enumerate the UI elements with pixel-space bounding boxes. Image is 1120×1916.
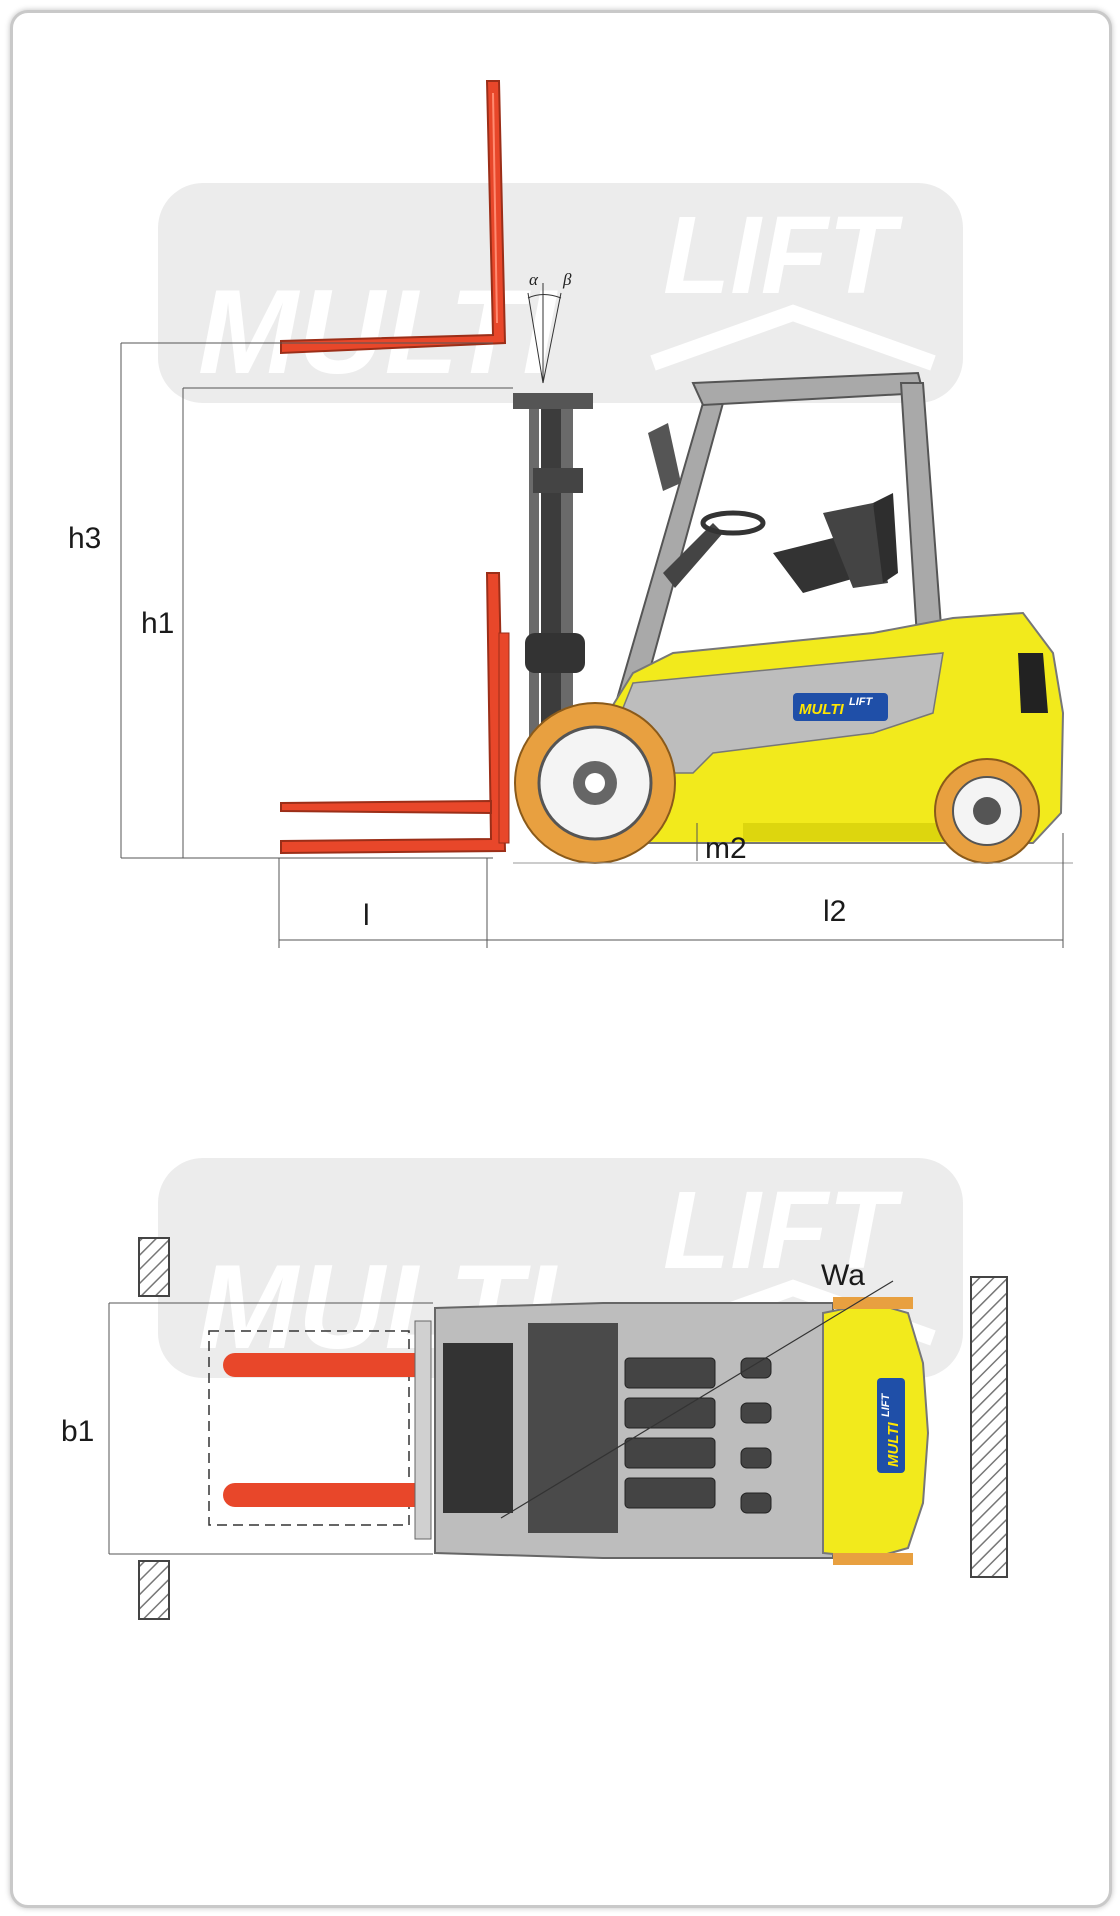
truck-chassis-top [434,1302,834,1559]
dimension-fork-length-label: l [363,899,370,932]
top-decal-brand-right: LIFT [880,1393,892,1417]
lowered-fork [280,572,510,855]
dimension-aisle-label: Wa [821,1259,865,1292]
side-view-panel: MULTI LIFT [13,13,1109,1013]
top-decal-brand-left: MULTI [885,1421,902,1467]
steering-column [663,510,766,588]
dimension-m2: m2 [696,823,747,865]
raised-fork [280,80,507,355]
dimension-h1-label: h1 [141,607,174,640]
dimension-h1: h1 [141,387,513,858]
watermark-top-brand-right: LIFT [663,1169,903,1292]
watermark-brand-right: LIFT [663,194,903,317]
aisle-wall [970,1276,1008,1578]
front-wheel [514,702,676,864]
top-view-drawing: MULTI LIFT b1 [61,1158,1008,1620]
dimension-overall-length-label: l2 [823,895,846,928]
tilt-forward-angle: α [529,270,539,289]
obstacle-block-top [138,1237,170,1297]
top-decal: MULTI LIFT [877,1378,905,1473]
rear-wheel [934,758,1040,864]
tilt-angle-indicator: α β [527,270,572,384]
obstacle-block-bottom [138,1560,170,1620]
dimension-aisle: Wa [500,1259,894,1519]
fork-carriage [414,1320,432,1540]
side-decal-brand-left: MULTI [799,701,845,718]
dimension-width-label: b1 [61,1415,94,1448]
diagram-frame: MULTI LIFT [10,10,1112,1908]
dimension-length: l l2 [278,833,1064,948]
side-decal-brand-right: LIFT [849,696,873,708]
watermark-roof-icon [650,304,936,371]
side-decal: MULTI LIFT [793,693,888,721]
fork-right [223,1483,428,1507]
tilt-backward-angle: β [562,270,572,289]
dimension-ground-clearance-label: m2 [705,832,747,865]
counterweight-top [822,1297,930,1565]
dimension-h3: h3 [68,342,493,859]
top-view-panel: MULTI LIFT b1 [13,1013,1109,1905]
fork-left [223,1353,428,1377]
operator-seat [773,493,898,593]
overhead-guard [611,371,945,714]
side-view-drawing: MULTI LIFT [68,80,1073,948]
dimension-h3-label: h3 [68,522,101,555]
mast [513,393,593,739]
load-outline: b1 [61,1302,433,1555]
